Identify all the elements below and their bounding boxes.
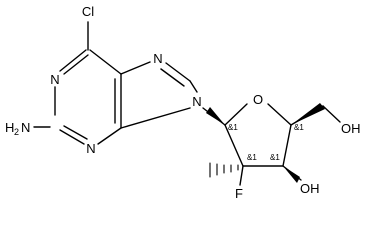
wedge-bond-c3-oh	[283, 166, 300, 183]
bond-c5prime-oh	[322, 105, 341, 123]
amino-group-label: H 2 N	[5, 120, 30, 137]
bond-c6-n1	[59, 49, 87, 72]
bond-n7-c8-double	[160, 68, 185, 87]
amino-subscript: 2	[14, 127, 19, 137]
atom-n3: N	[86, 141, 95, 156]
molecule-structure: Cl N N N N H 2 N O OH OH F &1 &1 &1 &1	[5, 4, 361, 201]
atom-3prime-hydroxyl: OH	[300, 181, 320, 196]
bond-c2-n3	[59, 129, 85, 145]
stereo-label-c4: &1	[294, 123, 304, 132]
stereo-label-c3: &1	[270, 153, 280, 162]
atom-fluorine: F	[235, 186, 243, 201]
bond-c5-n7	[120, 61, 151, 75]
hash-bond-c2-methyl	[209, 162, 239, 178]
atom-n9: N	[192, 94, 201, 109]
bond-c8-n9	[189, 80, 198, 93]
amino-n: N	[21, 120, 30, 135]
bond-n9-c4	[120, 107, 191, 129]
bond-c4-c3	[282, 124, 292, 167]
bond-n7-c8	[165, 62, 191, 82]
atom-5prime-hydroxyl: OH	[341, 121, 361, 136]
atom-cl: Cl	[82, 4, 94, 19]
bond-c2-f	[239, 165, 244, 186]
atom-n7: N	[153, 51, 162, 66]
bond-o4-c4	[267, 103, 292, 126]
stereo-label-c1: &1	[228, 123, 238, 132]
amino-h: H	[5, 120, 14, 135]
bond-n3-c4	[97, 127, 122, 145]
bond-c2-n3-double	[63, 125, 88, 140]
bond-c1-o4	[224, 103, 248, 126]
bond-c2-c1	[224, 124, 244, 167]
stereo-label-c2: &1	[247, 153, 257, 162]
atom-ring-oxygen: O	[253, 92, 263, 107]
wedge-bond-c4-c5prime	[291, 103, 325, 125]
bond-c6-n1-double	[63, 54, 89, 75]
atom-n1: N	[50, 72, 59, 87]
wedge-bond-c1-n9	[206, 107, 225, 125]
bonds	[33, 21, 341, 186]
bond-c5-c6	[89, 49, 122, 75]
